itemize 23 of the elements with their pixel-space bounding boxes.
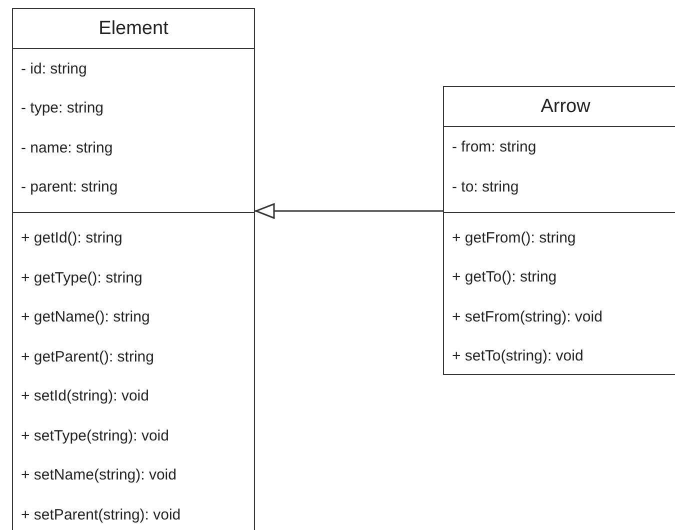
attribute-text: - type: string xyxy=(21,100,104,117)
attribute-text: - to: string xyxy=(452,178,519,196)
class-name: Arrow xyxy=(540,96,592,118)
class-box xyxy=(443,86,675,375)
method-text: + getFrom(): string xyxy=(452,230,576,246)
attribute-text: - parent: string xyxy=(21,178,118,196)
method-text: + getId(): string xyxy=(21,230,122,246)
method-text: + getTo(): string xyxy=(452,268,557,286)
class-name: Element xyxy=(98,18,170,40)
attribute-text: - from: string xyxy=(452,138,536,156)
class-box xyxy=(12,8,255,530)
method-text: + getType(): string xyxy=(21,269,142,286)
method-text: + setId(string): void xyxy=(21,388,149,404)
method-text: + getParent(): string xyxy=(21,348,154,365)
method-text: + setTo(string): void xyxy=(452,347,584,364)
inheritance-arrow xyxy=(255,203,443,219)
method-text: + getName(): string xyxy=(21,308,150,326)
method-text: + setType(string): void xyxy=(21,427,169,444)
attribute-text: - name: string xyxy=(21,139,113,156)
method-text: + setFrom(string): void xyxy=(452,308,602,326)
attribute-text: - id: string xyxy=(21,60,87,78)
method-text: + setName(string): void xyxy=(21,466,176,484)
method-text: + setParent(string): void xyxy=(21,506,181,523)
